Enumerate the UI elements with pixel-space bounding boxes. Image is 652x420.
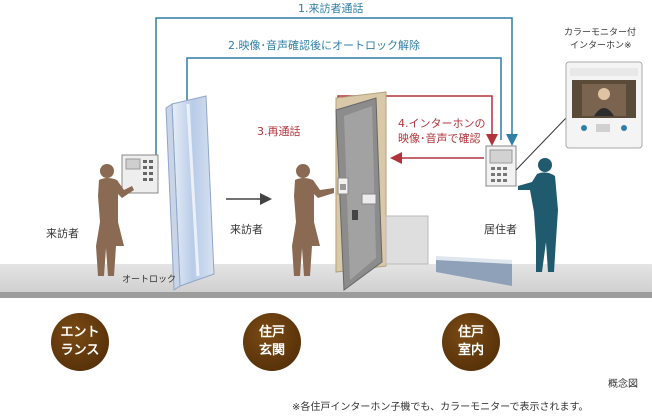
autolock-label: オートロック (122, 275, 177, 285)
flow-4-label-line2: 映像･音声で確認 (398, 132, 481, 145)
resident-figure (518, 158, 558, 272)
unit-entrance-door (335, 91, 387, 291)
visitor-figure-entrance (96, 164, 134, 276)
monitor-callout-line (515, 117, 567, 171)
resident-intercom-unit (485, 145, 517, 187)
flow-2-arrow (181, 57, 502, 140)
zone-entrance-badge: エント ランス (51, 313, 109, 371)
concept-label: 概念図 (608, 379, 638, 390)
autolock-glass-door (165, 95, 215, 291)
visitor-middle-label: 来訪者 (230, 223, 263, 236)
floor-edge (0, 292, 652, 298)
hallway-wall (385, 215, 429, 265)
zone-unit-entrance-badge: 住戸 玄関 (243, 313, 301, 371)
footnote: ※各住戸インターホン子機でも、カラーモニターで表示されます。 (292, 402, 589, 413)
visitor-left-label: 来訪者 (46, 227, 79, 240)
monitor-label-line1: カラーモニター付 (564, 28, 637, 38)
color-monitor-intercom (565, 61, 643, 149)
visitor-figure-door (292, 164, 334, 276)
flow-4-label-line1: 4.インターホンの (398, 117, 486, 130)
flow-2-label: 2.映像･音声確認後にオートロック解除 (228, 39, 420, 52)
step (436, 258, 512, 286)
flow-3-label: 3.再通話 (257, 125, 301, 138)
flow-1-label: 1.来訪者通話 (298, 2, 364, 15)
flow-1-arrow (155, 17, 518, 160)
monitor-label-line2: インターホン※ (570, 41, 632, 51)
zone-unit-interior-badge: 住戸 室内 (442, 313, 500, 371)
resident-label: 居住者 (484, 223, 517, 236)
